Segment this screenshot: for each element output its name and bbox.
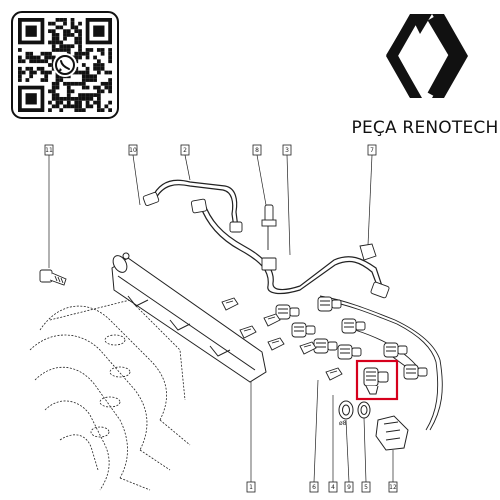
callout-10 xyxy=(128,144,141,206)
fuel-rail xyxy=(111,252,267,383)
fuel-feed-pipe xyxy=(151,179,383,295)
callout-4 xyxy=(328,395,338,493)
injector-unit xyxy=(313,338,338,354)
injector-group xyxy=(221,296,428,381)
injector-clip xyxy=(239,325,257,339)
seals xyxy=(338,400,371,420)
pipe-fittings xyxy=(142,192,390,299)
seal-size-label: ø8 xyxy=(339,420,347,427)
callout-2 xyxy=(180,144,191,181)
callout-label: 5 xyxy=(364,484,368,491)
callout-label: 9 xyxy=(347,484,351,491)
callout-label: 3 xyxy=(285,147,289,154)
callout-layer xyxy=(44,144,398,493)
callout-label: 11 xyxy=(45,147,53,154)
qr-code[interactable] xyxy=(11,11,119,119)
callout-9 xyxy=(344,419,354,493)
callout-11 xyxy=(44,144,54,268)
injector-clip xyxy=(299,341,317,355)
callout-label: 1 xyxy=(249,484,253,491)
injector-unit xyxy=(403,364,428,380)
injector-clip xyxy=(221,297,239,311)
injector-unit xyxy=(317,296,342,312)
injector-unit xyxy=(275,304,300,320)
injector-unit xyxy=(341,318,366,334)
renault-logo-inner xyxy=(386,14,468,98)
brand-name: PEÇA RENOTECH xyxy=(351,118,499,138)
callout-label: 6 xyxy=(312,484,316,491)
callout-label: 10 xyxy=(129,147,137,154)
callout-6 xyxy=(309,379,319,493)
highlighted-injector[interactable] xyxy=(355,359,399,401)
callout-8 xyxy=(252,144,267,206)
callout-7 xyxy=(367,144,377,246)
intake-manifold xyxy=(29,299,191,491)
injector-clip xyxy=(325,367,343,381)
callout-5 xyxy=(361,417,371,493)
callout-label: 7 xyxy=(370,147,374,154)
wiring-harness xyxy=(319,295,443,431)
injector-unit xyxy=(337,344,362,360)
injector-unit xyxy=(383,342,408,358)
injector-clip xyxy=(267,337,285,351)
callout-12 xyxy=(388,450,398,493)
callout-text-layer: 11 10 2 8 3 7 1 6 4 9 5 12 xyxy=(45,147,397,491)
callout-label: 8 xyxy=(255,147,259,154)
callout-label: 2 xyxy=(183,147,187,154)
injector-clip xyxy=(263,313,281,327)
whatsapp-icon xyxy=(53,53,77,77)
connector-part-12 xyxy=(375,415,409,451)
callout-label: 12 xyxy=(389,484,397,491)
callout-1 xyxy=(246,372,256,493)
valve-part-8 xyxy=(261,204,277,271)
callout-label: 4 xyxy=(331,484,335,491)
injector-unit xyxy=(291,322,316,338)
bolt-part-11 xyxy=(39,269,67,286)
callout-3 xyxy=(282,144,292,256)
